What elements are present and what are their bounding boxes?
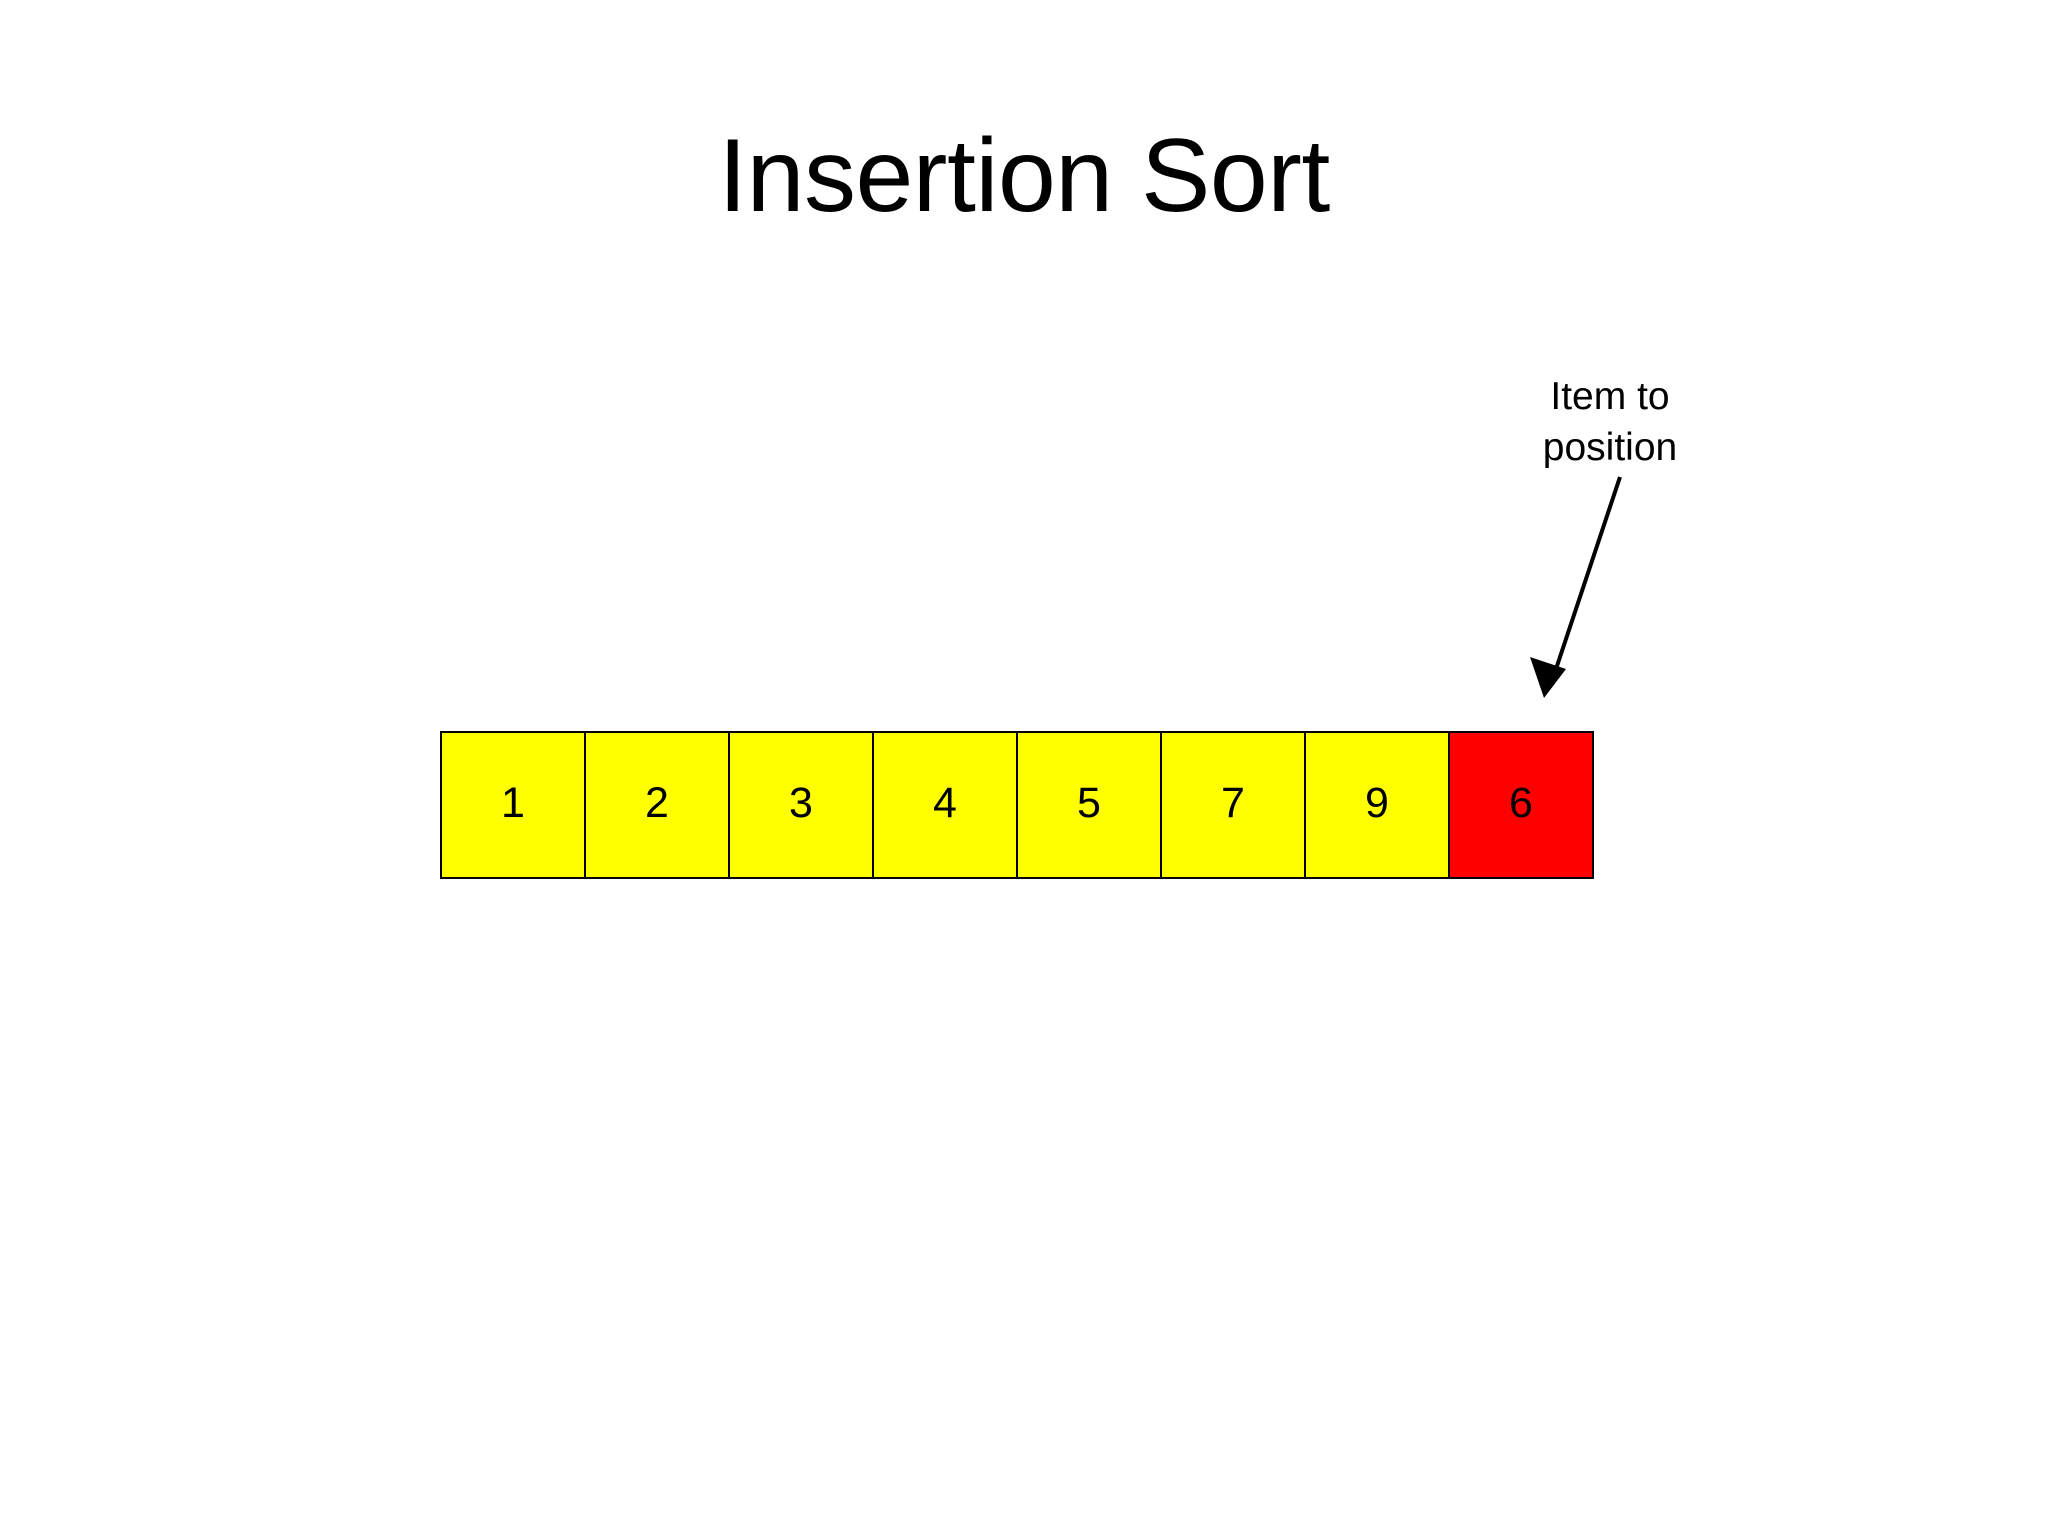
array-cell-current[interactable]: 6 <box>1448 731 1594 879</box>
callout-line-1: Item to <box>1550 375 1670 418</box>
item-to-position-callout: Item to position <box>1500 372 1720 473</box>
array-cell-value: 6 <box>1509 778 1533 827</box>
page-title: Insertion Sort <box>718 118 1330 234</box>
arrow-head <box>1530 657 1566 698</box>
array-cell-value: 9 <box>1365 778 1389 827</box>
array-cell-value: 5 <box>1077 778 1101 827</box>
arrow-down-left-icon <box>1530 476 1622 698</box>
array-cell[interactable]: 9 <box>1304 731 1450 879</box>
array-cell-value: 7 <box>1221 778 1245 827</box>
array-cell[interactable]: 4 <box>872 731 1018 879</box>
array-cell-value: 3 <box>789 778 813 827</box>
array-cell[interactable]: 5 <box>1016 731 1162 879</box>
array-cell[interactable]: 7 <box>1160 731 1306 879</box>
array-cell[interactable]: 3 <box>728 731 874 879</box>
arrow-shaft <box>1548 476 1622 688</box>
array-cell[interactable]: 1 <box>440 731 586 879</box>
callout-line-2: position <box>1542 425 1678 469</box>
array-cell-value: 4 <box>933 778 957 827</box>
insertion-sort-array: 1 2 3 4 5 7 9 6 <box>440 731 1594 879</box>
array-cell-value: 1 <box>501 778 525 827</box>
array-cell[interactable]: 2 <box>584 731 730 879</box>
array-cell-value: 2 <box>645 778 669 827</box>
